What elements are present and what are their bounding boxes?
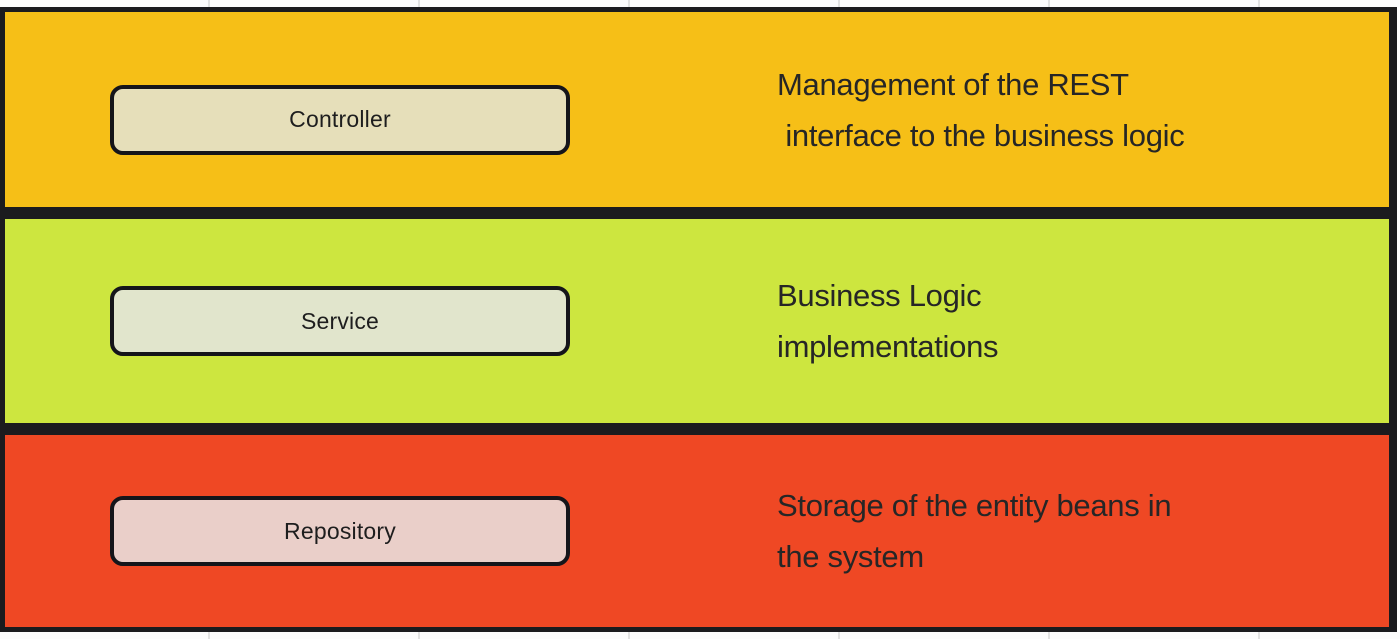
layer-band-repository: Repository Storage of the entity beans i… [5,435,1389,627]
bottom-crop-artifact-strip [0,632,1400,639]
service-box-label: Service [300,307,380,334]
top-crop-artifact-strip [0,0,1400,7]
diagram-frame: Controller Management of the REST interf… [0,7,1397,632]
repository-description: Storage of the entity beans in the syste… [777,480,1172,582]
controller-box[interactable]: Controller [110,84,570,155]
controller-box-label: Controller [289,106,391,132]
service-box[interactable]: Service [110,286,570,356]
description-line: implementations [777,329,999,364]
layer-band-service: Service Business Logic implementations [5,219,1389,423]
description-line: Business Logic [777,278,982,313]
description-line: interface to the business logic [777,117,1185,153]
service-description: Business Logic implementations [777,270,999,372]
layer-band-controller: Controller Management of the REST interf… [5,12,1389,207]
description-line: Management of the REST [777,66,1129,102]
controller-description: Management of the REST interface to the … [777,59,1185,161]
repository-box-label: Repository [284,517,396,544]
description-line: the system [777,539,924,574]
description-line: Storage of the entity beans in [777,488,1172,523]
repository-box[interactable]: Repository [110,496,570,566]
